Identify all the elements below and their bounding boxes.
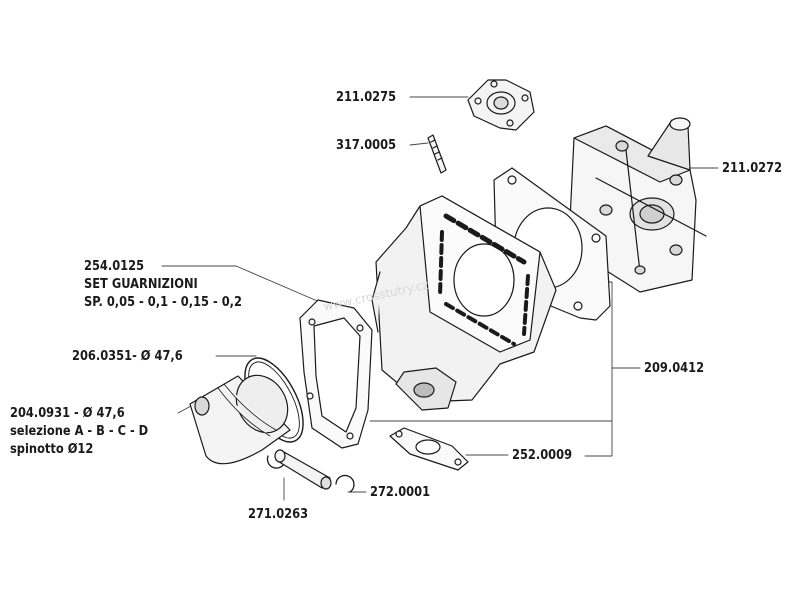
base-gasket	[300, 300, 372, 448]
label-cylinder-head: 211.0272	[722, 161, 783, 176]
label-stud: 317.0005	[336, 138, 397, 153]
piston-pin	[275, 450, 331, 489]
label-gasket-set-code: 254.0125	[84, 259, 145, 274]
label-piston-pin: 271.0263	[248, 507, 309, 522]
label-piston-ring: 206.0351- Ø 47,6	[72, 349, 183, 364]
label-piston-code: 204.0931 - Ø 47,6	[10, 406, 125, 421]
label-circlip: 272.0001	[370, 485, 431, 500]
label-gasket-set-name: SET GUARNIZIONI	[84, 277, 198, 292]
label-piston-pin-size: spinotto Ø12	[10, 442, 94, 457]
label-piston-selection: selezione A - B - C - D	[10, 424, 149, 439]
stud	[428, 135, 446, 173]
cylinder-head-cover	[468, 80, 534, 130]
piston	[190, 366, 298, 464]
label-cylinder-head-cover: 211.0275	[336, 90, 397, 105]
cylinder	[372, 196, 556, 410]
label-cylinder-kit: 209.0412	[644, 361, 705, 376]
exhaust-gasket	[390, 428, 468, 470]
label-exhaust-gasket: 252.0009	[512, 448, 573, 463]
label-gasket-set-thickness: SP. 0,05 - 0,1 - 0,15 - 0,2	[84, 295, 242, 310]
